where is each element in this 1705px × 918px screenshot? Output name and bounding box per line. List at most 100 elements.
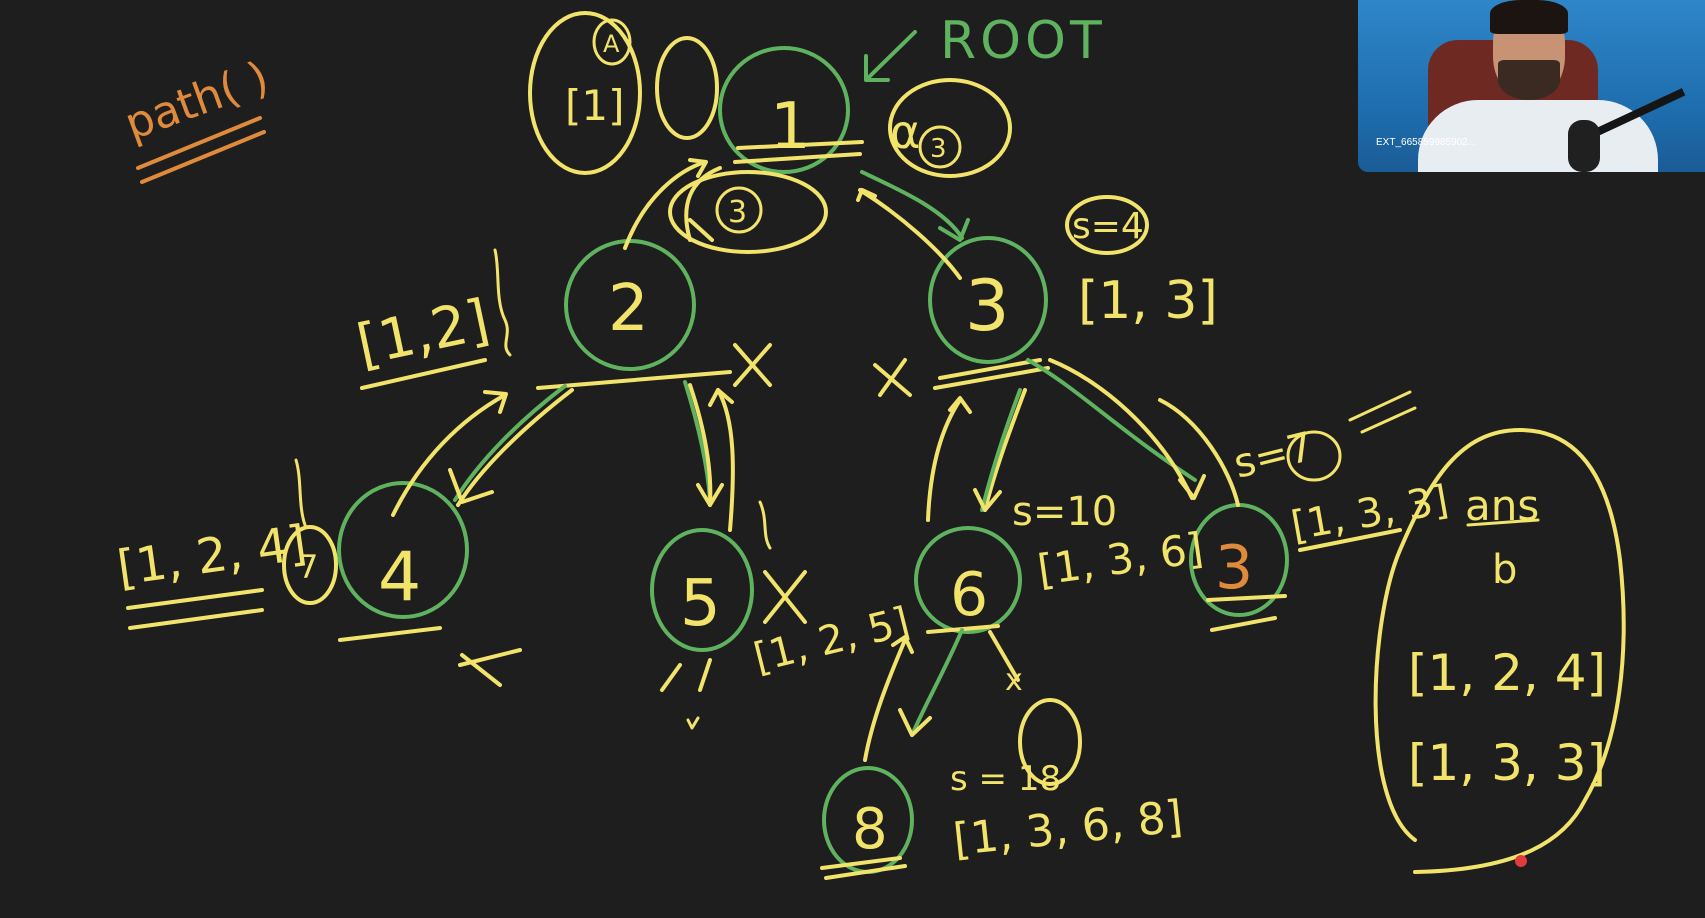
- answer-title-underline: [1466, 518, 1540, 527]
- node-6-value: 6: [950, 560, 988, 630]
- edge-2-to-4-arrow: [456, 388, 574, 507]
- edge-1-to-3-arrow: [858, 188, 962, 280]
- node-4-circled: 7: [298, 548, 318, 586]
- node-1-underline: [736, 140, 864, 150]
- edge-5-to-2-head: [708, 388, 734, 407]
- node-6-circle: [914, 526, 1022, 634]
- root-below-cross: [688, 218, 714, 242]
- pointer-dot: [1515, 855, 1527, 867]
- node-4-path-underline: [126, 588, 264, 610]
- edge-1-to-3-green: [860, 170, 964, 240]
- function-name-underline: [136, 116, 262, 170]
- node-3b-equal-marks: [1348, 390, 1417, 434]
- node-4-value: 4: [378, 538, 421, 617]
- microphone-icon: [1568, 120, 1600, 172]
- root-left-path: [1]: [565, 81, 625, 130]
- node-1-underline-2: [733, 152, 862, 164]
- node-3-circle: [928, 236, 1048, 364]
- answer-subtitle: b: [1492, 547, 1517, 593]
- root-below-loop: [668, 170, 828, 254]
- root-arrow-head: [864, 54, 890, 82]
- node-8-underline-2: [824, 864, 907, 880]
- node-4-circle: [337, 481, 469, 619]
- edge-6-to-3-head: [948, 396, 972, 414]
- edge-2-to-5-head: [696, 483, 724, 507]
- node-4-circled-bubble: [282, 525, 338, 605]
- node-2-underline: [536, 370, 732, 390]
- edge-3-to-3b-arrow: [1048, 358, 1194, 500]
- edge-5-to-2-arrow: [716, 388, 735, 532]
- root-below-circled: 3: [728, 195, 747, 230]
- node-5-right-null-cross: [763, 570, 807, 624]
- answer-bubble: [1373, 428, 1626, 874]
- node-4-path: [1, 2, 4]: [114, 515, 310, 597]
- edge-2-to-1-head: [688, 158, 708, 178]
- root-left-a-circle: [592, 18, 632, 66]
- node-8-sum: s = 18: [950, 759, 1061, 799]
- edge-4-to-2-head: [483, 390, 508, 414]
- edge-6-right: [988, 630, 1020, 682]
- edge-3-to-6-arrow: [983, 388, 1027, 512]
- node-4-right-null-cross: [458, 648, 522, 687]
- node-6-sum: s=10: [1012, 489, 1117, 535]
- node-3-underline: [933, 366, 1050, 390]
- edge-2-to-1-arrow: [623, 160, 707, 250]
- node-2-brace: [493, 248, 512, 357]
- node-6-cross-mark: x: [1005, 663, 1023, 698]
- node-4-brace: [294, 458, 307, 527]
- node-8-sum-circle: [1018, 698, 1082, 786]
- node-3b-value: 3: [1215, 533, 1253, 603]
- webcam-person-beard: [1498, 60, 1560, 100]
- node-5-tick: [686, 716, 700, 730]
- edge-8-to-6-arrow: [863, 638, 907, 762]
- edge-2-to-4-green: [453, 384, 567, 502]
- node-3-sum-bubble: [1065, 195, 1149, 255]
- node-8-underline: [820, 856, 902, 870]
- webcam-overlay: EXT_665859985902...: [1358, 0, 1705, 172]
- node-5-circle: [650, 528, 754, 652]
- root-right-alpha: α: [890, 105, 920, 159]
- root-label: ROOT: [940, 11, 1106, 71]
- webcam-overlay-text: EXT_665859985902...: [1376, 137, 1477, 148]
- root-below-small-circle: [715, 186, 763, 234]
- edge-8-to-6-head: [891, 635, 914, 654]
- root-arrow: [866, 30, 917, 80]
- edge-2-to-4-head: [448, 468, 494, 504]
- answer-path-2: [1, 3, 3]: [1408, 734, 1606, 792]
- root-below-arrow: [684, 166, 722, 242]
- node-2-path-underline: [360, 358, 487, 390]
- edge-6-to-8-green: [910, 628, 964, 737]
- node-2-circle: [564, 239, 696, 371]
- root-left-bubble: [528, 11, 642, 175]
- root-left-bubble-2: [655, 36, 719, 140]
- node-2-right-null-cross: [733, 343, 772, 387]
- node-4-underline: [338, 626, 442, 642]
- edge-3-to-6-green: [980, 388, 1022, 512]
- webcam-person-hair: [1490, 0, 1568, 34]
- node-3-underline-2: [938, 358, 1042, 380]
- edge-6-to-8-head: [898, 708, 932, 737]
- node-8-value: 8: [852, 797, 888, 862]
- edge-3-to-6-head: [973, 488, 1002, 512]
- node-3-sum: s=4: [1072, 206, 1144, 247]
- node-3-left-null-cross: [873, 358, 912, 397]
- node-3-path: [1, 3]: [1078, 271, 1218, 331]
- node-1-circle: [718, 46, 850, 174]
- edge-3-to-3b-green: [1026, 358, 1197, 482]
- node-4-path-underline-2: [128, 608, 264, 630]
- edge-3-to-3b-head: [1178, 474, 1206, 500]
- root-right-circled: 3: [930, 134, 947, 164]
- edge-2-to-5-arrow: [688, 383, 713, 507]
- root-right-small-circle: [918, 125, 962, 169]
- node-3-value: 3: [965, 265, 1010, 347]
- root-right-bubble: [888, 78, 1012, 178]
- node-2-value: 2: [608, 272, 649, 346]
- node-3b-path: [1, 3, 3]: [1288, 477, 1452, 550]
- edge-3-to-1-head: [856, 188, 877, 202]
- edge-4-to-2-arrow: [391, 393, 507, 517]
- node-3b-underline-2: [1210, 616, 1277, 632]
- node-5-children-marks: [660, 658, 712, 692]
- answer-path-1: [1, 2, 4]: [1408, 644, 1606, 702]
